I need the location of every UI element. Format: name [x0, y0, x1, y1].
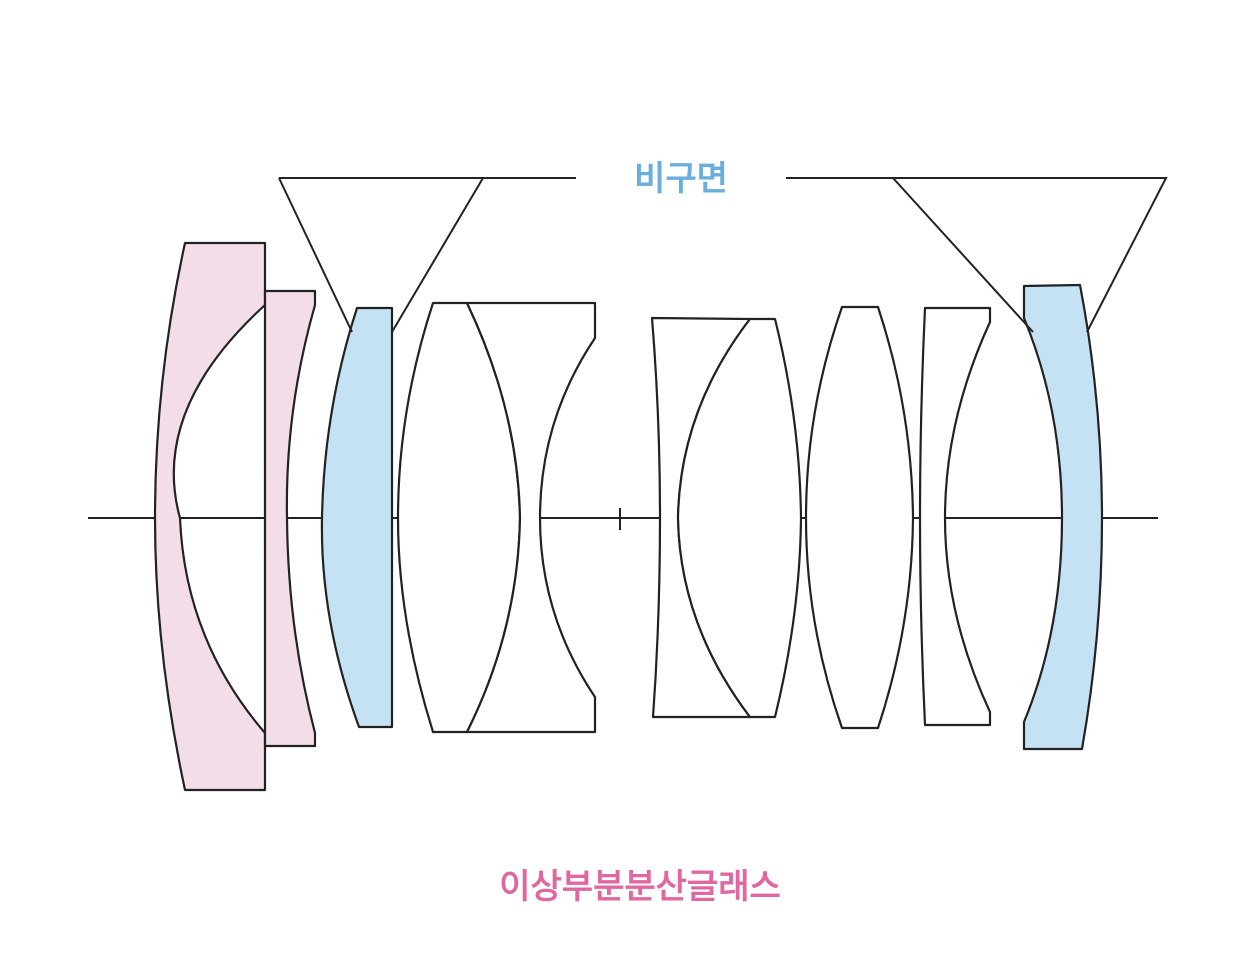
lens-element-1 — [153, 241, 267, 792]
lens-element-9 — [918, 306, 992, 727]
aspherical-callout-left — [278, 177, 576, 333]
aspherical-label: 비구면 — [634, 159, 728, 199]
lens-element-3 — [320, 306, 394, 729]
lens-element-8 — [804, 305, 915, 730]
lens-element-7 — [676, 317, 803, 719]
lens-element-2 — [263, 289, 317, 748]
anomalous-dispersion-glass-label: 이상부분분산글래스 — [499, 867, 781, 907]
lens-element-10 — [1022, 283, 1104, 751]
lens-element-5 — [465, 301, 597, 734]
aspherical-callout-right — [786, 177, 1168, 333]
